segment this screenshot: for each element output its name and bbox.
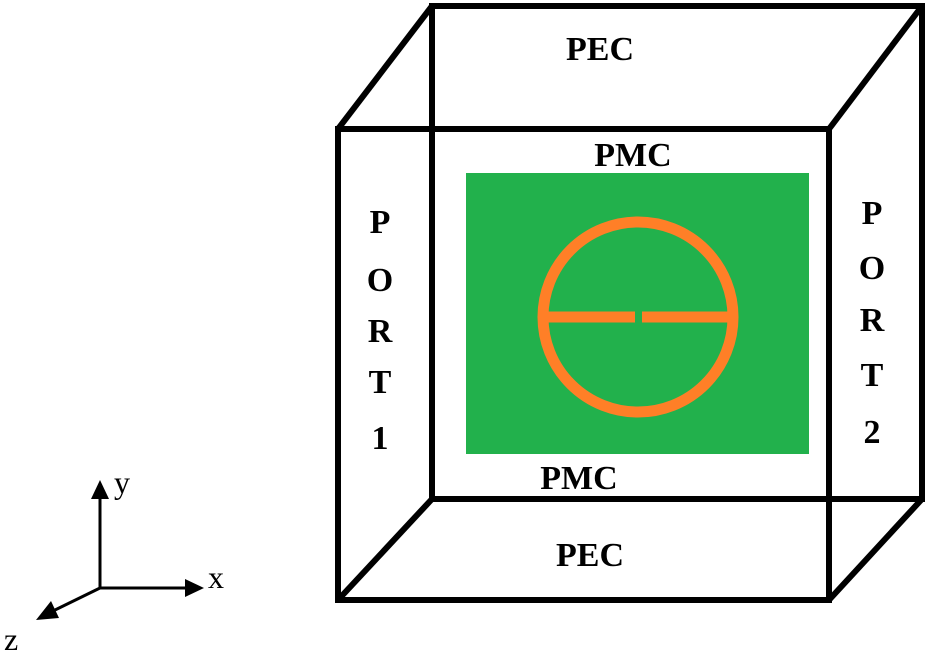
top-pmc-label: PMC (594, 137, 671, 174)
port1-char: 1 (372, 420, 389, 457)
box-edge-top-right (826, 4, 925, 131)
port2-char: T (861, 357, 884, 394)
port1-char: P (370, 204, 391, 241)
port1-char: T (369, 364, 392, 401)
port2-char: R (860, 302, 885, 339)
z-axis-line (54, 586, 101, 612)
port2-label: P O R T 2 (859, 195, 885, 451)
bottom-pec-label: PEC (556, 537, 624, 574)
coordinate-axes: y x z (4, 464, 224, 655)
port2-char: P (862, 195, 883, 232)
bottom-pmc-label: PMC (540, 460, 617, 497)
box-edge-bottom-left (335, 496, 435, 603)
box-front-face (335, 126, 832, 603)
y-axis-arrowhead (91, 480, 109, 499)
box-edge-top-left (335, 4, 435, 131)
box-edge-bottom-right (826, 496, 925, 603)
box-back-face (429, 3, 925, 502)
port1-label: P O R T 1 (367, 204, 393, 457)
port1-char: O (367, 262, 393, 299)
top-pec-label: PEC (566, 31, 634, 68)
port2-char: O (859, 250, 885, 287)
port2-char: 2 (864, 414, 881, 451)
x-axis-label: x (208, 559, 224, 595)
y-axis-label: y (114, 464, 130, 500)
z-axis-label: z (4, 621, 18, 655)
z-axis-arrowhead (36, 601, 59, 620)
ring-resonator (537, 216, 739, 418)
port1-char: R (368, 313, 393, 350)
x-axis-arrowhead (185, 579, 204, 597)
